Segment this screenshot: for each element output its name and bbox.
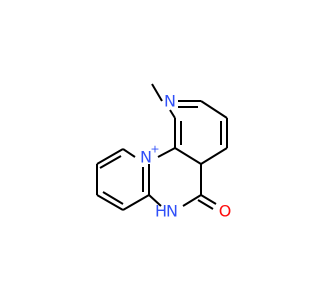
atom-n-pyridinium: N	[140, 148, 152, 167]
bond-c-n-pyridine-single	[151, 83, 163, 102]
bond-c-npyridinium	[157, 147, 176, 158]
bond-c-c-ring-fusion	[174, 147, 202, 165]
bond-c-o-double-2	[197, 199, 214, 210]
atom-nh-hydrogen: H	[155, 202, 167, 221]
bond-nh-c	[148, 194, 162, 207]
bond-c-c-left-bottom-inner	[102, 191, 124, 205]
atom-nh: N	[166, 202, 178, 221]
bond-c-c-left-bottom	[96, 194, 124, 211]
bond-c-c-left-top	[96, 148, 124, 165]
atom-o-carbonyl: O	[219, 202, 232, 221]
bond-c-n-pyridine-lower	[169, 109, 176, 119]
bond-c-c-pyridine-bottom	[200, 147, 228, 165]
bond-c-c-left-lower-right	[122, 194, 150, 211]
bond-n-c-left-top	[122, 148, 136, 158]
bond-c-c-pyridine-top	[200, 100, 228, 119]
atom-n-pyridine: N	[164, 92, 176, 111]
atom-charge-plus: +	[150, 143, 159, 156]
structure-diagram: N N + N H O	[96, 83, 232, 221]
bond-c-c-left-top-inner	[99, 155, 122, 169]
molecule-canvas: N N + N H O	[96, 83, 232, 221]
bond-c-nh	[182, 194, 202, 207]
bond-c-o-double-1	[200, 194, 217, 205]
